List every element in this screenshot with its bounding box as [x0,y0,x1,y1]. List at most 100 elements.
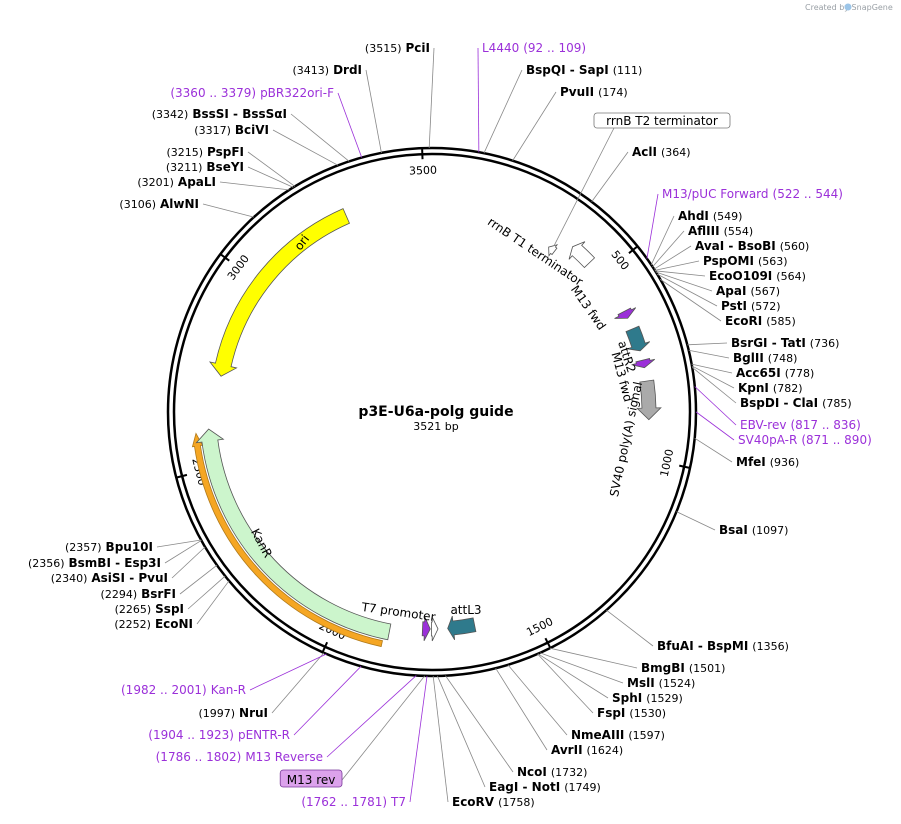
site-position: (549) [713,210,743,223]
site-name: L4440 [482,41,519,55]
site-labels: (3515) PciI(3413) DrdI(3360 .. 3379) pBR… [28,39,872,810]
site-position: (1997) [198,707,235,720]
site-name: BsrFI [141,587,176,601]
site-leader-line [272,129,339,166]
site-label: AclI (364) [632,143,691,160]
site-leader-line [656,273,718,307]
site-position: (748) [768,352,798,365]
site-name: Acc65I [736,366,781,380]
site-position: (2356) [28,557,65,570]
site-name: BseYI [206,160,244,174]
site-label: (3201) ApaLI [137,173,216,190]
site-label: EBV-rev (817 .. 836) [740,416,861,433]
site-leader-line [653,245,692,270]
site-name: SspI [155,602,184,616]
site-leader-line [249,653,327,691]
site-leader-line [290,113,350,162]
site-name: AflIII [688,224,720,238]
feature-arrow [447,615,477,640]
site-label: EagI - NotI (1749) [489,778,601,795]
site-position: (3317) [194,124,231,137]
site-label: (2356) BsmBI - Esp3I [28,554,161,571]
site-leader-line [606,609,654,647]
site-position: (364) [661,146,691,159]
site-label: FspI (1530) [597,704,666,721]
rrnb-t2-label: rrnB T2 terminator [606,114,718,128]
site-label: NcoI (1732) [517,763,587,780]
snapgene-logo-icon [844,3,852,11]
site-leader-line [495,667,548,751]
site-leader-line [187,575,226,610]
site-position: (785) [822,397,852,410]
site-leader-line [156,539,202,548]
site-position: (1904 .. 1923) [148,728,234,742]
site-label: BsaI (1097) [719,521,788,538]
site-leader-line [271,652,325,714]
site-leader-line [691,367,737,404]
site-name: EcoRV [452,795,495,809]
site-position: (2252) [114,618,151,631]
site-name: Bpu10I [106,540,153,554]
site-label: KpnI (782) [738,379,803,396]
site-label: (3413) DrdI [292,61,362,78]
site-position: (1597) [628,729,665,742]
site-name: EcoRI [725,314,762,328]
site-label: EcoRI (585) [725,312,796,329]
site-position: (2294) [101,588,138,601]
tick-mark [679,464,690,469]
tick-mark [544,637,551,648]
site-name: M13 Reverse [245,750,323,764]
site-position: (2265) [115,603,152,616]
site-label: PstI (572) [721,297,781,314]
site-leader-line [688,349,730,359]
site-name: Kan-R [211,683,246,697]
site-leader-line [537,653,594,714]
site-position: (2357) [65,541,102,554]
site-label: (3342) BssSI - BssSαI [152,105,287,122]
site-label: (2294) BsrFI [101,585,176,602]
site-leader-line [654,260,700,271]
site-position: (3342) [152,108,189,121]
site-leader-line [659,278,722,322]
site-position: (782) [773,382,803,395]
site-name: NcoI [517,765,547,779]
site-label: (2357) Bpu10I [65,538,153,555]
tick-mark [322,641,329,652]
site-leader-line [341,675,426,781]
site-position: (1786 .. 1802) [156,750,242,764]
site-label: BglII (748) [733,349,797,366]
site-leader-line [650,215,675,266]
site-leader-line [540,652,624,684]
site-leader-line [691,363,733,374]
site-leader-line [337,92,363,158]
tick-mark [628,246,638,254]
rrnb-t2-box [593,112,731,129]
site-name: AclI [632,145,657,159]
feature-label: rrnB T1 terminator [485,215,585,289]
site-label: BspQI - SapI (111) [526,61,642,78]
site-name: EagI - NotI [489,780,560,794]
site-leader-line [652,230,685,268]
site-label: (3515) PciI [365,39,430,56]
site-leader-line [202,203,254,218]
site-leader-line [655,270,706,277]
site-label: BmgBI (1501) [641,659,725,676]
feature-arrow [548,244,559,257]
site-leader-line [591,151,629,202]
site-position: (1524) [659,677,696,690]
site-name: PspOMI [703,254,754,268]
site-name: BsrGI - TatI [731,336,806,350]
site-position: (567) [750,285,780,298]
site-label: (1762 .. 1781) T7 [301,793,406,810]
site-position: (2340) [51,572,88,585]
feature-arrow [625,325,651,352]
site-leader-line [219,181,290,191]
site-label: EcoO109I (564) [709,267,806,284]
site-label: SV40pA-R (871 .. 890) [738,431,872,448]
site-label: BfuAI - BspMI (1356) [657,637,789,654]
site-position: (1624) [587,744,624,757]
site-name: BspDI - ClaI [740,396,818,410]
feature-arrow [568,241,596,269]
plasmid-title: p3E-U6a-polg guide [358,404,513,420]
site-name: SV40pA-R [738,433,797,447]
